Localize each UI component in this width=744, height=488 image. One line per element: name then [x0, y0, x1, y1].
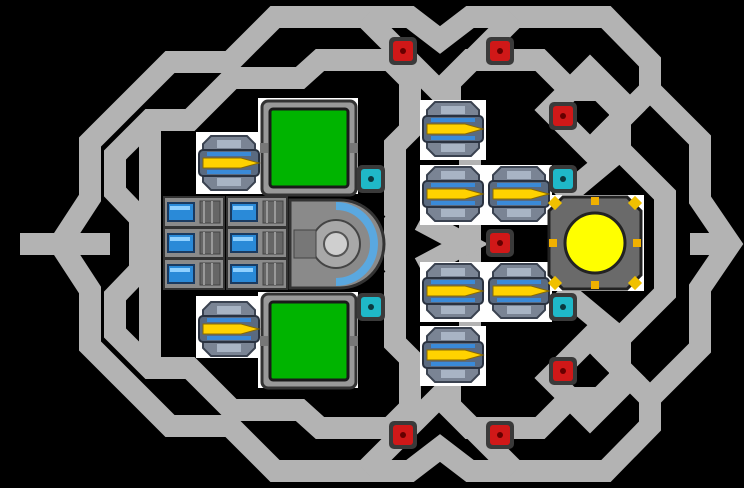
red-block-icon: [389, 37, 417, 65]
cyan-block-icon: [549, 165, 577, 193]
gun-turret-icon: [488, 263, 551, 319]
red-block-icon: [389, 421, 417, 449]
components: [163, 37, 643, 449]
armor-panel-icon: [260, 99, 358, 197]
thruster-icon: [226, 227, 288, 259]
gun-turret-icon: [422, 101, 485, 157]
hull-notch: [362, 196, 386, 220]
red-block-icon: [486, 421, 514, 449]
red-block-icon: [549, 102, 577, 130]
reactor-icon: [547, 195, 643, 291]
hull-notch: [362, 268, 386, 292]
thruster-icon: [163, 258, 225, 290]
thruster-icon: [226, 258, 288, 290]
thruster-icon: [226, 196, 288, 228]
cyan-block-icon: [357, 165, 385, 193]
gun-turret-icon: [488, 166, 551, 222]
cockpit-icon: [288, 198, 386, 290]
red-block-icon: [486, 37, 514, 65]
gun-turret-icon: [422, 166, 485, 222]
gun-turret-icon: [198, 135, 261, 191]
cyan-block-icon: [357, 293, 385, 321]
cyan-block-icon: [549, 293, 577, 321]
gun-turret-icon: [422, 327, 485, 383]
gun-turret-icon: [198, 301, 261, 357]
red-block-icon: [486, 229, 514, 257]
thruster-icon: [163, 196, 225, 228]
red-block-icon: [549, 357, 577, 385]
gun-turret-icon: [422, 263, 485, 319]
thruster-icon: [163, 227, 225, 259]
armor-panel-icon: [260, 292, 358, 390]
